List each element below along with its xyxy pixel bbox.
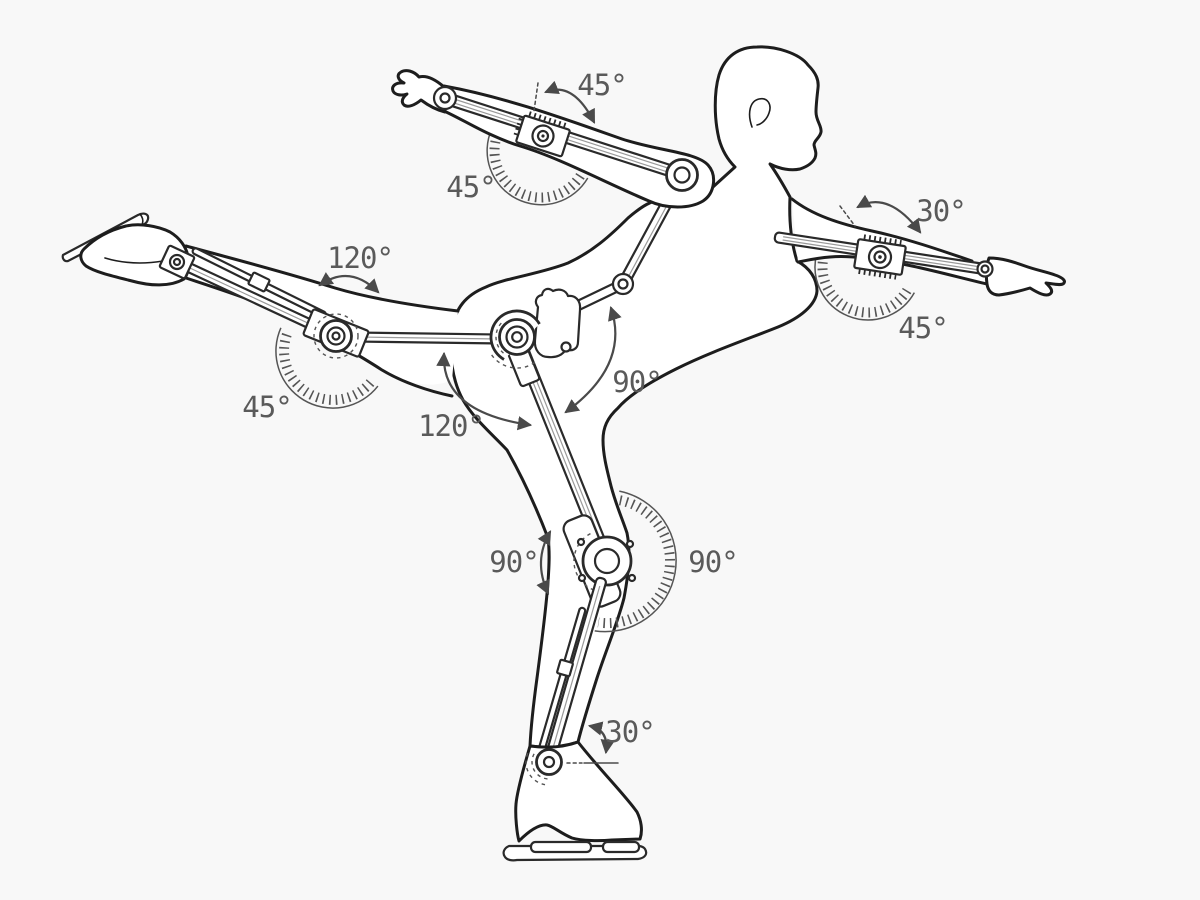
hip-bracket-bolt [560,341,572,353]
knee-protractor-gauge [594,490,677,633]
ankle-dash-arcs [531,751,548,780]
back-arm-swing-arrow [544,80,596,124]
front-arm-ref-line [839,205,856,227]
angle-label-knee-protractor: 90° [688,545,737,579]
angle-label-back-arm-protractor: 45° [446,170,495,204]
blade-slot-toe [601,840,641,854]
front-arm-swing-arrow [856,194,922,234]
angle-label-hip-flexion: 120° [418,409,484,443]
hip-bracket-plate [533,287,582,359]
angle-label-back-arm-swing: 45° [577,68,626,102]
front-arm [773,197,1066,321]
knee-swing-arrow [536,530,552,595]
shin-linkage [537,576,607,765]
ankle-flexion-arrow [587,721,615,755]
front-arm-slider [853,234,907,280]
back-arm-protractor-gauge [486,128,589,206]
back-leg-protractor-gauge [275,327,379,409]
angle-label-front-arm-protractor: 45° [898,311,947,345]
angle-label-back-leg-protractor: 45° [242,390,291,424]
knee-dash-arc [573,531,595,591]
angle-label-front-arm-swing: 30° [916,194,965,228]
annotations: 45° 45° 30° 45° 120° 45° 120° 90° 90° 90… [242,68,967,764]
front-skate [502,740,648,862]
front-skate-boot [514,740,643,843]
front-hand [984,256,1066,297]
back-skate-arch-line [104,257,164,264]
back-leg-swing-arrow [318,272,380,294]
angle-label-hip-torso: 90° [612,365,661,399]
ear [748,97,771,128]
back-arm [391,69,716,209]
spine-linkage [569,172,687,313]
back-arm-ref-line [533,82,539,112]
back-leg [175,244,498,409]
hip-flexion-arrow [436,351,533,431]
angle-label-ankle-flexion: 30° [605,715,654,749]
front-arm-protractor-gauge [814,253,916,321]
knee-assembly [562,490,677,633]
angle-label-back-leg-swing: 120° [327,241,393,275]
blade-slot-heel [529,840,593,854]
hip-torso-angle-arrow [564,305,622,414]
knee-bolt [576,537,586,547]
back-arm-slider [512,111,571,158]
back-hand [391,69,447,114]
back-leg-slider-block [247,271,271,293]
shin-slider-block [556,658,574,678]
back-leg-joint-dashes [313,313,359,359]
back-skate [61,212,196,287]
angle-label-knee-swing: 90° [489,545,538,579]
